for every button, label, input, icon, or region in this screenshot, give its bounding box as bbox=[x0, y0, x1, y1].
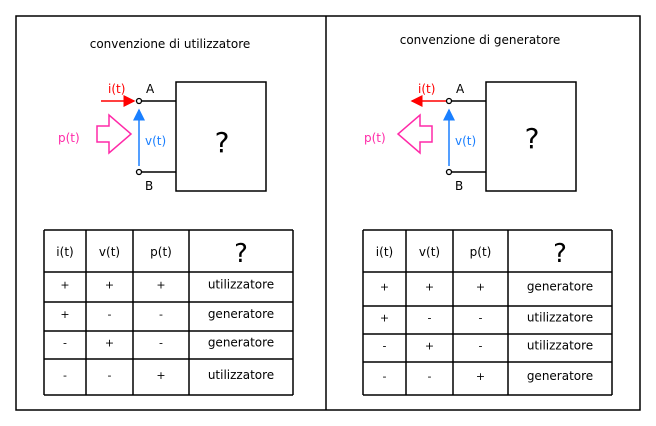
table-cell: + bbox=[476, 370, 485, 383]
table-cell: - bbox=[108, 308, 112, 321]
table-cell: generatore bbox=[527, 280, 593, 294]
current-label: i(t) bbox=[108, 82, 125, 96]
table-cell: + bbox=[425, 339, 434, 352]
table-cell: - bbox=[428, 370, 432, 383]
table-header: v(t) bbox=[99, 245, 120, 259]
truth-table: i(t) v(t) p(t)? + + + generatore + - - utilizzator… bbox=[362, 229, 613, 396]
terminal-a bbox=[135, 97, 143, 105]
table-cell: + bbox=[60, 308, 69, 321]
table-cell: utilizzatore bbox=[208, 368, 274, 382]
table-cell: - bbox=[159, 336, 163, 349]
table-cell: - bbox=[63, 336, 67, 349]
terminal-b-label: B bbox=[455, 179, 463, 193]
table-header: ? bbox=[234, 239, 248, 269]
table-cell: - bbox=[63, 369, 67, 382]
table-cell: utilizzatore bbox=[527, 310, 593, 324]
power-arrow-icon bbox=[396, 113, 433, 155]
table-cell: - bbox=[159, 308, 163, 321]
power-label: p(t) bbox=[364, 131, 386, 145]
outer-frame bbox=[15, 15, 641, 411]
power-label: p(t) bbox=[58, 131, 80, 145]
table-cell: + bbox=[380, 311, 389, 324]
black-box bbox=[485, 81, 577, 192]
table-header: i(t) bbox=[56, 245, 73, 259]
table-cell: - bbox=[479, 339, 483, 352]
table-cell: - bbox=[383, 339, 387, 352]
table-cell: generatore bbox=[527, 369, 593, 383]
table-header: ? bbox=[553, 239, 567, 269]
table-cell: + bbox=[60, 279, 69, 292]
table-header: v(t) bbox=[419, 245, 440, 259]
table-cell: + bbox=[105, 336, 114, 349]
terminal-b bbox=[445, 168, 453, 176]
table-cell: + bbox=[105, 279, 114, 292]
terminal-a bbox=[445, 97, 453, 105]
table-header: i(t) bbox=[376, 245, 393, 259]
table-cell: + bbox=[380, 281, 389, 294]
panel-generatore: convenzione di generatore ? A B i(t) v(t… bbox=[364, 33, 577, 193]
table-cell: + bbox=[476, 281, 485, 294]
table-header: p(t) bbox=[150, 245, 172, 259]
box-question-mark: ? bbox=[525, 122, 540, 155]
terminal-a-label: A bbox=[456, 82, 465, 96]
power-arrow-icon bbox=[96, 113, 133, 155]
table-cell: + bbox=[156, 369, 165, 382]
truth-table: i(t) v(t) p(t)? + + + utilizzatore + - - generator… bbox=[43, 229, 294, 396]
panel-title: convenzione di utilizzatore bbox=[90, 37, 251, 51]
box-question-mark: ? bbox=[215, 126, 230, 159]
table-cell: - bbox=[428, 311, 432, 324]
table-cell: + bbox=[425, 281, 434, 294]
panel-utilizzatore: convenzione di utilizzatore ? A B i(t) v… bbox=[58, 37, 267, 193]
table-cell: - bbox=[383, 370, 387, 383]
panel-title: convenzione di generatore bbox=[400, 33, 561, 47]
voltage-label: v(t) bbox=[145, 134, 166, 148]
voltage-label: v(t) bbox=[455, 134, 476, 148]
table-cell: - bbox=[479, 311, 483, 324]
table-cell: utilizzatore bbox=[527, 338, 593, 352]
table-cell: - bbox=[108, 369, 112, 382]
black-box bbox=[175, 81, 267, 192]
table-cell: generatore bbox=[208, 307, 274, 321]
terminal-b-label: B bbox=[145, 179, 153, 193]
table-cell: generatore bbox=[208, 335, 274, 349]
table-cell: + bbox=[156, 279, 165, 292]
table-cell: utilizzatore bbox=[208, 278, 274, 292]
table-header: p(t) bbox=[470, 245, 492, 259]
terminal-b bbox=[135, 168, 143, 176]
current-label: i(t) bbox=[418, 82, 435, 96]
terminal-a-label: A bbox=[146, 82, 155, 96]
